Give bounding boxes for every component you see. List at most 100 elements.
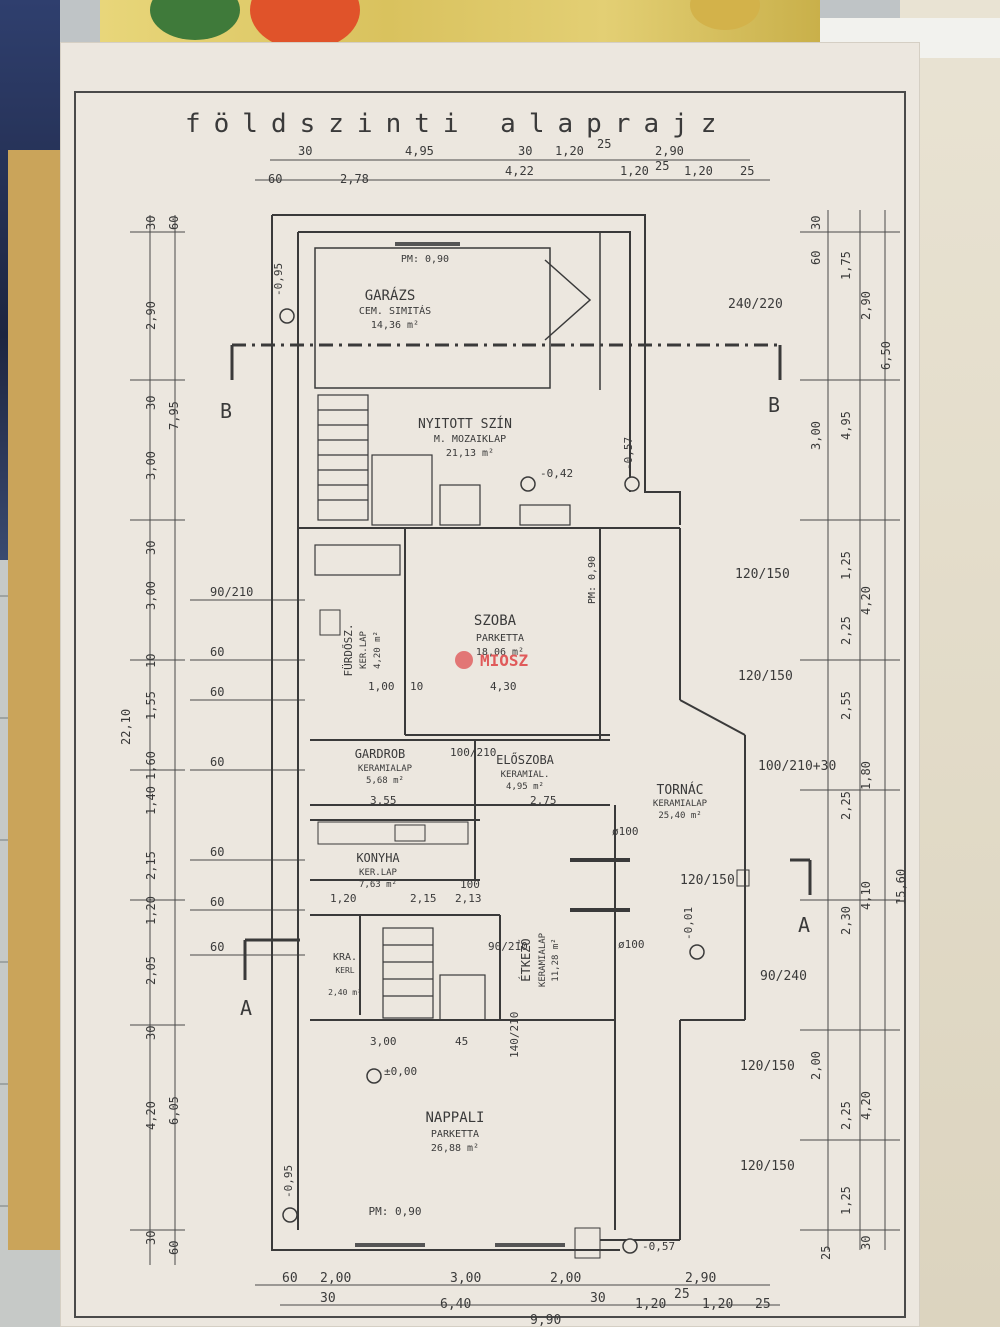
level-mark: -0,42	[540, 467, 573, 480]
dimension: 3,00	[450, 1271, 481, 1286]
dimension: 1,20	[620, 164, 649, 178]
room-floor: KER.LAP	[359, 868, 398, 878]
dimension: 1,20	[555, 144, 584, 158]
room-area: 14,36 m²	[371, 320, 419, 331]
opening-label: 120/150	[680, 873, 735, 888]
dimension: 2,00	[809, 1051, 823, 1080]
dimension: 25	[740, 164, 754, 178]
dimension: 2,90	[685, 1271, 716, 1286]
level-mark: -0,57	[642, 1240, 675, 1253]
opening-label: 90/240	[760, 969, 807, 984]
dimension: 2,05	[144, 956, 158, 985]
room-floor: CEM. SIMITÁS	[359, 304, 431, 317]
room-name: NAPPALI	[425, 1110, 484, 1126]
dimension: 1,60	[144, 751, 158, 780]
dimension: 60	[210, 845, 224, 859]
room-area: 26,88 m²	[431, 1143, 479, 1154]
dimension: 6,05	[167, 1096, 181, 1125]
room-floor: KER.LAP	[359, 630, 369, 669]
dimension: 1,20	[635, 1297, 666, 1312]
section-mark-a: A	[798, 913, 810, 937]
dimension: 30	[144, 1026, 158, 1040]
dimension: ø100	[618, 938, 645, 951]
room-floor: KERAMIALAP	[538, 932, 548, 987]
plan-title: földszinti alaprajz	[185, 109, 729, 139]
dimension: 45	[455, 1035, 468, 1048]
level-mark: ±0,00	[384, 1065, 417, 1078]
dimension: 60	[809, 251, 823, 265]
dimension: 6,40	[440, 1297, 471, 1312]
opening-label: 100/210+30	[758, 759, 836, 774]
section-mark-a: A	[240, 996, 252, 1020]
dimension: 3,00	[144, 451, 158, 480]
room-area: 11,28 m²	[551, 938, 561, 981]
dimension: 1,20	[702, 1297, 733, 1312]
room-area: 18,06 m²	[476, 647, 524, 658]
dimension: 1,20	[144, 896, 158, 925]
opening-label: 120/150	[738, 669, 793, 684]
dimension: 90/210	[210, 585, 253, 599]
sheet-frame	[74, 91, 906, 1318]
dimension: 90/210	[488, 940, 528, 953]
dimension: 4,20	[859, 1091, 873, 1120]
dimension: 3,00	[809, 421, 823, 450]
dimension: 4,20	[144, 1101, 158, 1130]
dimension: 2,25	[839, 1101, 853, 1130]
section-mark-b: B	[220, 399, 232, 423]
dimension: 60	[282, 1271, 298, 1286]
room-area: 2,40 m²	[328, 988, 362, 997]
watermark-text: MIOSZ	[480, 651, 529, 670]
dimension: 3,00	[370, 1035, 397, 1048]
dimension: 25	[819, 1246, 833, 1260]
dimension: 1,40	[144, 786, 158, 815]
open-shed-stairs	[317, 394, 571, 526]
dimension: 3,00	[144, 581, 158, 610]
room-area: 7,63 m²	[359, 880, 397, 890]
dimension: 2,78	[340, 172, 369, 186]
dimension: 4,95	[839, 411, 853, 440]
dimension: 25	[655, 159, 669, 173]
dimension: 2,13	[455, 892, 482, 905]
room-area: 4,95 m²	[506, 782, 544, 792]
room-area: 4,20 m²	[373, 631, 383, 669]
dimension: 1,20	[684, 164, 713, 178]
dimension: 1,00	[368, 680, 395, 693]
dimension: 1,20	[330, 892, 357, 905]
dimension: 4,95	[405, 144, 434, 158]
dimension: 3,55	[370, 794, 397, 807]
dimension: 60	[167, 1241, 181, 1255]
dimension: 2,55	[839, 691, 853, 720]
dimension: 1,25	[839, 1186, 853, 1215]
opening-label: 120/150	[735, 567, 790, 582]
dimension: 60	[210, 645, 224, 659]
room-area: 21,13 m²	[446, 448, 494, 459]
room-floor: M. MOZAIKLAP	[434, 434, 506, 445]
dimension: 2,90	[144, 301, 158, 330]
dimension: 2,00	[550, 1271, 581, 1286]
dimension: 60	[210, 940, 224, 954]
blueprint-sheet	[60, 42, 920, 1327]
level-mark: -0,57	[622, 437, 635, 470]
dimension: 30	[518, 144, 532, 158]
dimension: 30	[144, 1231, 158, 1245]
dimension: 4,22	[505, 164, 534, 178]
dimension: 30	[809, 216, 823, 230]
central-stairs	[382, 927, 486, 1021]
dimension: 30	[298, 144, 312, 158]
dimension: 30	[320, 1291, 336, 1306]
door-label: PM: 0,90	[587, 556, 598, 604]
dimension: 9,90	[530, 1313, 561, 1327]
dimension: 30	[144, 541, 158, 555]
dimension: 25	[597, 137, 611, 151]
dimension: ø100	[612, 825, 639, 838]
dimension: 140/210	[508, 1012, 521, 1058]
dimension: 100/210	[450, 746, 496, 759]
dimension: 22,10	[119, 709, 133, 745]
dimension: 2,30	[839, 906, 853, 935]
level-mark: -0,01	[682, 907, 695, 940]
dimension: 60	[210, 685, 224, 699]
dimension: 4,30	[490, 680, 517, 693]
opening-label: 240/220	[728, 297, 783, 312]
dimension: 2,90	[859, 291, 873, 320]
dimension: 4,10	[859, 881, 873, 910]
